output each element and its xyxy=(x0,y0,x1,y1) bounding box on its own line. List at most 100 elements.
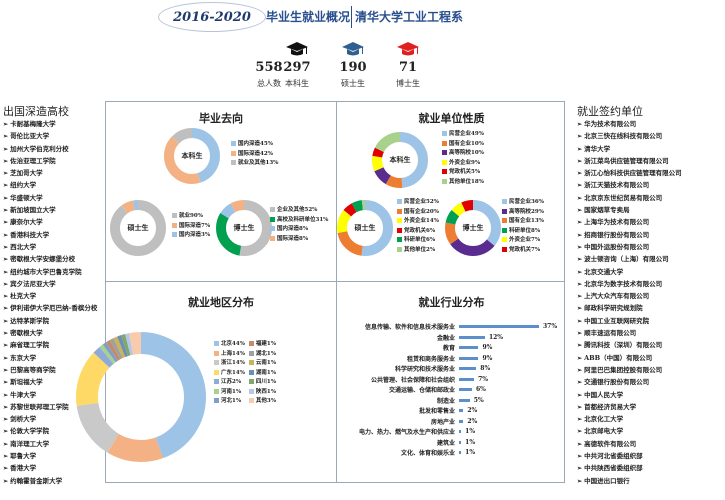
bar-row: 建筑业 1% xyxy=(319,438,475,447)
stat-value: 71 xyxy=(398,60,418,75)
bar-value: 1% xyxy=(465,428,476,435)
graduation-cap-icon xyxy=(328,40,378,58)
school-item: 伦敦大学学院 xyxy=(3,425,97,437)
legend-item: 国际深造7% xyxy=(172,222,210,232)
legend-item: 湖北1% xyxy=(248,350,280,360)
bar xyxy=(459,346,479,349)
phd-employer-donut: 博士生 xyxy=(445,200,501,256)
legend-swatch xyxy=(248,341,254,346)
employer-item: 上海华为技术有限公司 xyxy=(577,216,682,228)
school-item: 西北大学 xyxy=(3,241,97,253)
legend-item: 陕西1% xyxy=(248,388,280,398)
overseas-schools-list: 卡耐基梅隆大学哥伦比亚大学加州大学伯克利分校佐治亚理工学院芝加哥大学纽约大学华盛… xyxy=(3,118,97,487)
legend-swatch xyxy=(248,350,254,356)
donut-center-label: 硕士生 xyxy=(127,223,149,232)
bar-value: 1% xyxy=(465,438,476,446)
legend-item: 企业及其他52% xyxy=(270,206,328,216)
legend-swatch xyxy=(397,218,402,223)
bar-value: 8% xyxy=(480,365,491,372)
bar xyxy=(459,451,462,454)
legend-item: 民营企业36% xyxy=(502,198,544,208)
legend-item: 外资企业14% xyxy=(397,217,439,227)
bar-value: 12% xyxy=(488,333,503,341)
employer-item: 中国人民大学 xyxy=(577,389,682,401)
employer-item: 招商银行股份有限公司 xyxy=(577,229,682,241)
legend-item: 国内深造8% xyxy=(270,225,328,235)
donut-center-label: 本科生 xyxy=(389,155,411,164)
stat-label: 博士生 xyxy=(396,79,420,88)
school-item: 纽约城市大学巴鲁克学院 xyxy=(3,266,97,278)
legend-item: 上海14% xyxy=(214,350,245,360)
school-item: 麻省理工学院 xyxy=(3,339,97,351)
undergrad-employer-donut: 本科生 xyxy=(372,132,428,188)
panel-title: 就业单位性质 xyxy=(418,112,485,125)
bar xyxy=(459,440,462,444)
employer-item: 上汽大众汽车有限公司 xyxy=(577,290,682,302)
bar xyxy=(459,335,485,339)
bar-label: 租赁和商务服务业 xyxy=(406,355,455,363)
legend-item: 党政机关5% xyxy=(442,168,484,178)
employer-item: 波士顿咨询（上海）有限公司 xyxy=(577,253,682,265)
employer-item: 浙江天猫技术有限公司 xyxy=(577,179,682,191)
legend-item: 民营企业49% xyxy=(442,130,484,140)
stat-value: 190 xyxy=(339,60,367,75)
employer-item: 北京邮电大学 xyxy=(577,425,682,437)
employer-item: 北京华为数字技术有限公司 xyxy=(577,278,682,290)
donut-center-label: 本科生 xyxy=(181,151,203,160)
legend-item: 国内深造45% xyxy=(231,140,278,150)
bar xyxy=(459,325,539,328)
legend-swatch xyxy=(502,218,507,223)
region-donut xyxy=(76,332,206,462)
legend-item: 广东14% xyxy=(214,369,245,379)
bar xyxy=(459,398,470,402)
panel-title: 就业地区分布 xyxy=(188,296,254,309)
school-item: 斯坦福大学 xyxy=(3,376,97,388)
graduation-cap-icon xyxy=(272,40,322,58)
employer-item: 北京三快在线科技有限公司 xyxy=(577,130,682,142)
stat-value: 297 xyxy=(283,60,311,75)
legend-item: 北京44% xyxy=(214,340,245,350)
bar-label: 电力、热力、燃气及水生产和供应业 xyxy=(358,429,455,436)
legend-item: 国有企业20% xyxy=(397,208,439,218)
bar-label: 制造业 xyxy=(436,397,455,405)
school-item: 新加坡国立大学 xyxy=(3,204,97,216)
employer-item: 华为技术有限公司 xyxy=(577,118,682,130)
overseas-schools-title: 出国深造高校 xyxy=(3,105,69,118)
destination-panel: 毕业去向 本科生 国内深造45%国际深造42%就业及其他13% 硕士生 就业90… xyxy=(106,102,336,281)
legend-item: 福建1% xyxy=(248,340,280,350)
school-item: 达特茅斯学院 xyxy=(3,315,97,327)
legend-item: 湖南1% xyxy=(248,369,280,379)
legend-swatch xyxy=(248,369,254,375)
employer-item: 中共河北省委组织部 xyxy=(577,450,682,462)
school-item: 东京大学 xyxy=(3,352,97,364)
school-item: 卡耐基梅隆大学 xyxy=(3,118,97,130)
bar-label: 建筑业 xyxy=(436,439,455,447)
legend-swatch xyxy=(214,379,219,384)
school-item: 密歇根大学 xyxy=(3,327,97,339)
bar-value: 9% xyxy=(482,344,493,351)
legend-swatch xyxy=(214,369,219,375)
legend-swatch xyxy=(397,246,402,252)
legend-swatch xyxy=(172,213,177,218)
legend-item: 浙江14% xyxy=(214,359,245,369)
legend-item: 国际深造42% xyxy=(231,150,278,160)
legend-swatch xyxy=(270,216,275,222)
employer-item: 交通银行股份有限公司 xyxy=(577,376,682,388)
stat-phd: 71 博士生 xyxy=(383,40,433,89)
legend-item: 就业及其他13% xyxy=(231,159,278,169)
employers-list: 华为技术有限公司北京三快在线科技有限公司清华大学浙江菜鸟供应链管理有限公司浙江心… xyxy=(577,118,682,487)
bar-label: 文化、体育和娱乐业 xyxy=(400,450,455,457)
legend-swatch xyxy=(442,140,447,146)
legend-item: 江苏2% xyxy=(214,378,245,388)
legend-swatch xyxy=(248,388,254,394)
bar xyxy=(459,409,464,412)
legend-swatch xyxy=(502,199,507,204)
employer-item: 邮政科学研究规划院 xyxy=(577,302,682,314)
legend-item: 河北1% xyxy=(214,397,245,407)
school-item: 密歇根大学安娜堡分校 xyxy=(3,253,97,265)
school-item: 牛津大学 xyxy=(3,389,97,401)
